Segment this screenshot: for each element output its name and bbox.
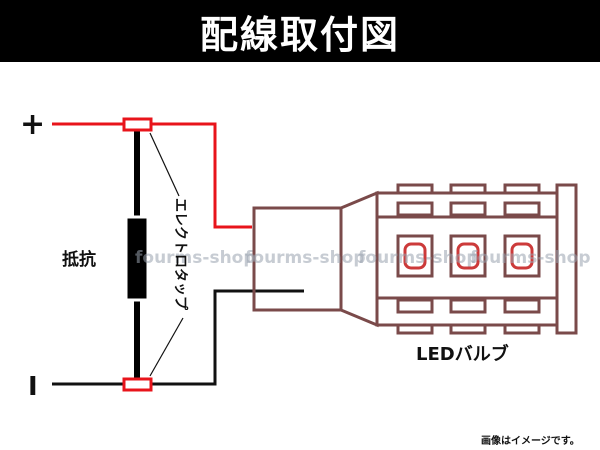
bottom-chip-2: [449, 323, 487, 335]
lower-led-2: [449, 298, 487, 314]
center-led-1: [396, 234, 434, 278]
electro-tap-bottom: [122, 377, 153, 392]
electro-tap-top: [122, 117, 153, 132]
resistor-label: 抵抗: [62, 249, 96, 270]
upper-led-2: [449, 201, 487, 217]
tap-leader-bottom: [149, 317, 184, 377]
resistor-body: [124, 215, 150, 302]
tap-leader-top: [149, 132, 180, 197]
top-chip-1: [396, 183, 434, 195]
center-led-3-chip: [510, 242, 534, 270]
center-led-2: [449, 234, 487, 278]
bottom-chip-3: [503, 323, 541, 335]
lower-led-1: [396, 298, 434, 314]
image-note: 画像はイメージです。: [481, 434, 580, 447]
title-bar: 配線取付図: [0, 0, 600, 62]
top-chip-3: [503, 183, 541, 195]
center-led-3: [503, 234, 541, 278]
watermark-1: fourms-shop: [135, 248, 256, 268]
center-led-1-chip: [403, 242, 427, 270]
plus-label: +: [20, 107, 45, 142]
center-led-2-chip: [456, 242, 480, 270]
positive-wire: [52, 122, 252, 229]
top-chip-2: [449, 183, 487, 195]
lower-led-3: [503, 298, 541, 314]
bulb-label: LEDバルブ: [416, 343, 509, 365]
led-bulb: [252, 183, 578, 335]
watermark-4: fourms-shop: [470, 248, 591, 268]
tap-label: エレクトロタップ: [172, 198, 188, 311]
bottom-chip-1: [396, 323, 434, 335]
upper-led-1: [396, 201, 434, 217]
bulb-tip: [555, 183, 578, 335]
watermark-3: fourms-shop: [358, 248, 479, 268]
upper-led-3: [503, 201, 541, 217]
page-title: 配線取付図: [199, 12, 400, 57]
center-leds: [396, 234, 541, 278]
minus-label: I: [28, 372, 38, 402]
watermark-2: fourms-shop: [245, 248, 366, 268]
